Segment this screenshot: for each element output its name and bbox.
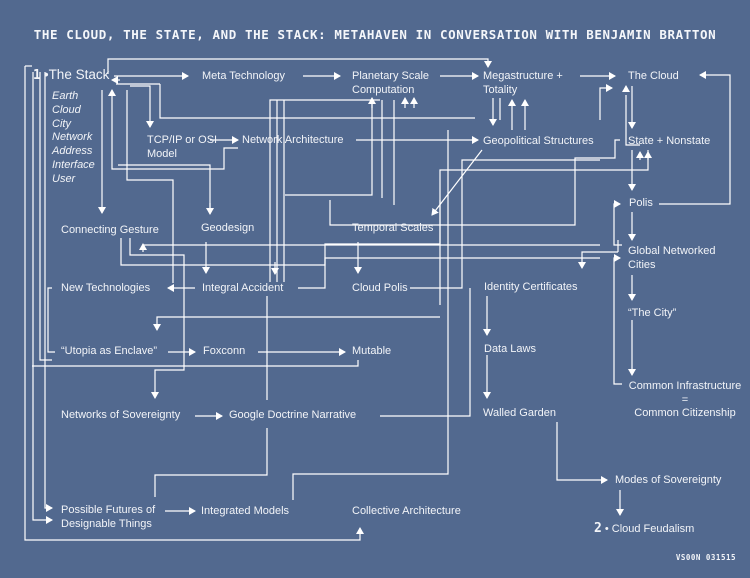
connector-line <box>410 159 600 289</box>
node-tcpip-osi-model: TCP/IP or OSI Model <box>147 134 218 160</box>
node-foxconn: Foxconn <box>203 345 246 357</box>
connector-line <box>154 428 268 497</box>
node-walled-garden: Walled Garden <box>483 407 556 419</box>
connector-line <box>47 287 55 353</box>
node-connecting-gesture: Connecting Gesture <box>61 224 159 236</box>
node-identity-certificates: Identity Certificates <box>484 281 578 293</box>
connector-arrow <box>153 316 440 331</box>
node-new-technologies: New Technologies <box>61 282 151 294</box>
section-number: 2 <box>594 521 602 536</box>
node-network-architecture: Network Architecture <box>242 134 344 146</box>
connector-arrow <box>556 422 608 484</box>
node-megastructure-totality: Megastructure + Totality <box>483 70 563 96</box>
connector-arrow <box>107 58 492 74</box>
layer-item: Earth <box>52 90 79 102</box>
node-utopia-as-enclave: “Utopia as Enclave” <box>61 345 157 357</box>
layer-item: City <box>52 117 71 130</box>
layer-item: Network <box>52 131 93 144</box>
node-modes-of-sovereignty: Modes of Sovereignty <box>615 474 722 486</box>
connector-line <box>380 288 471 417</box>
node-possible-futures: Possible Futures of Designable Things <box>61 504 156 530</box>
bullet-icon: • <box>43 67 49 82</box>
layer-item: User <box>52 172 76 185</box>
node-mutable: Mutable <box>352 345 392 357</box>
node-temporal-scales: Temporal Scales <box>352 222 434 234</box>
connector-arrow <box>599 84 613 120</box>
node-integrated-models: Integrated Models <box>201 505 290 517</box>
node-integral-accident: Integral Accident <box>202 282 284 294</box>
node-the-cloud: The Cloud <box>628 70 679 82</box>
stack-layers-list: Earth Cloud City Network Address Interfa… <box>52 90 95 187</box>
node-the-city: “The City” <box>628 307 677 319</box>
connector-line <box>142 244 600 250</box>
connector-line <box>39 72 52 361</box>
connector-line <box>159 84 475 119</box>
connector-line <box>24 66 361 541</box>
page-title: THE CLOUD, THE STATE, AND THE STACK: MET… <box>33 27 717 42</box>
connector-arrow <box>130 85 154 128</box>
connector-line <box>126 90 174 283</box>
connector-line <box>118 164 211 213</box>
connector-line <box>269 99 380 282</box>
node-geodesign: Geodesign <box>201 222 255 234</box>
node-the-stack: 1•The Stack <box>33 67 110 83</box>
node-planetary-scale-computation: Planetary Scale Computation <box>352 70 430 96</box>
footer-code: VS00N 031515 <box>675 553 736 562</box>
connector-arrow <box>44 72 53 512</box>
node-data-laws: Data Laws <box>484 343 536 355</box>
node-cloud-polis: Cloud Polis <box>352 282 408 294</box>
connector-arrow <box>129 238 185 399</box>
connector-arrow <box>659 71 731 205</box>
node-meta-technology: Meta Technology <box>202 70 285 82</box>
connector-line <box>329 139 620 226</box>
node-networks-of-sovereignty: Networks of Sovereignty <box>61 409 181 421</box>
connector-line <box>32 360 359 367</box>
connector-line <box>439 150 649 305</box>
node-polis: Polis <box>629 197 653 209</box>
layer-item: Cloud <box>52 103 81 116</box>
connector-arrow <box>578 251 618 269</box>
connector-arrow <box>613 254 622 385</box>
bullet-icon: • <box>604 523 609 535</box>
node-google-doctrine-narrative: Google Doctrine Narrative <box>229 409 357 421</box>
connector-arrow <box>613 200 622 246</box>
layer-item: Interface <box>52 158 95 171</box>
connector-arrow <box>32 72 53 524</box>
node-collective-architecture: Collective Architecture <box>352 505 461 517</box>
node-common-infrastructure: Common Infrastructure = Common Citizensh… <box>628 380 742 419</box>
connector-line <box>625 95 640 146</box>
layer-item: Address <box>52 145 93 158</box>
node-geopolitical-structures: Geopolitical Structures <box>483 135 594 147</box>
connector-line <box>292 130 449 500</box>
section-number: 1 <box>33 68 41 83</box>
node-cloud-feudalism: 2• Cloud Feudalism <box>594 521 695 536</box>
node-state-nonstate: State + Nonstate <box>628 135 711 147</box>
connector-arrow <box>108 89 238 170</box>
connector-line <box>285 100 373 196</box>
node-global-networked-cities: Global Networked Cities <box>628 245 716 271</box>
